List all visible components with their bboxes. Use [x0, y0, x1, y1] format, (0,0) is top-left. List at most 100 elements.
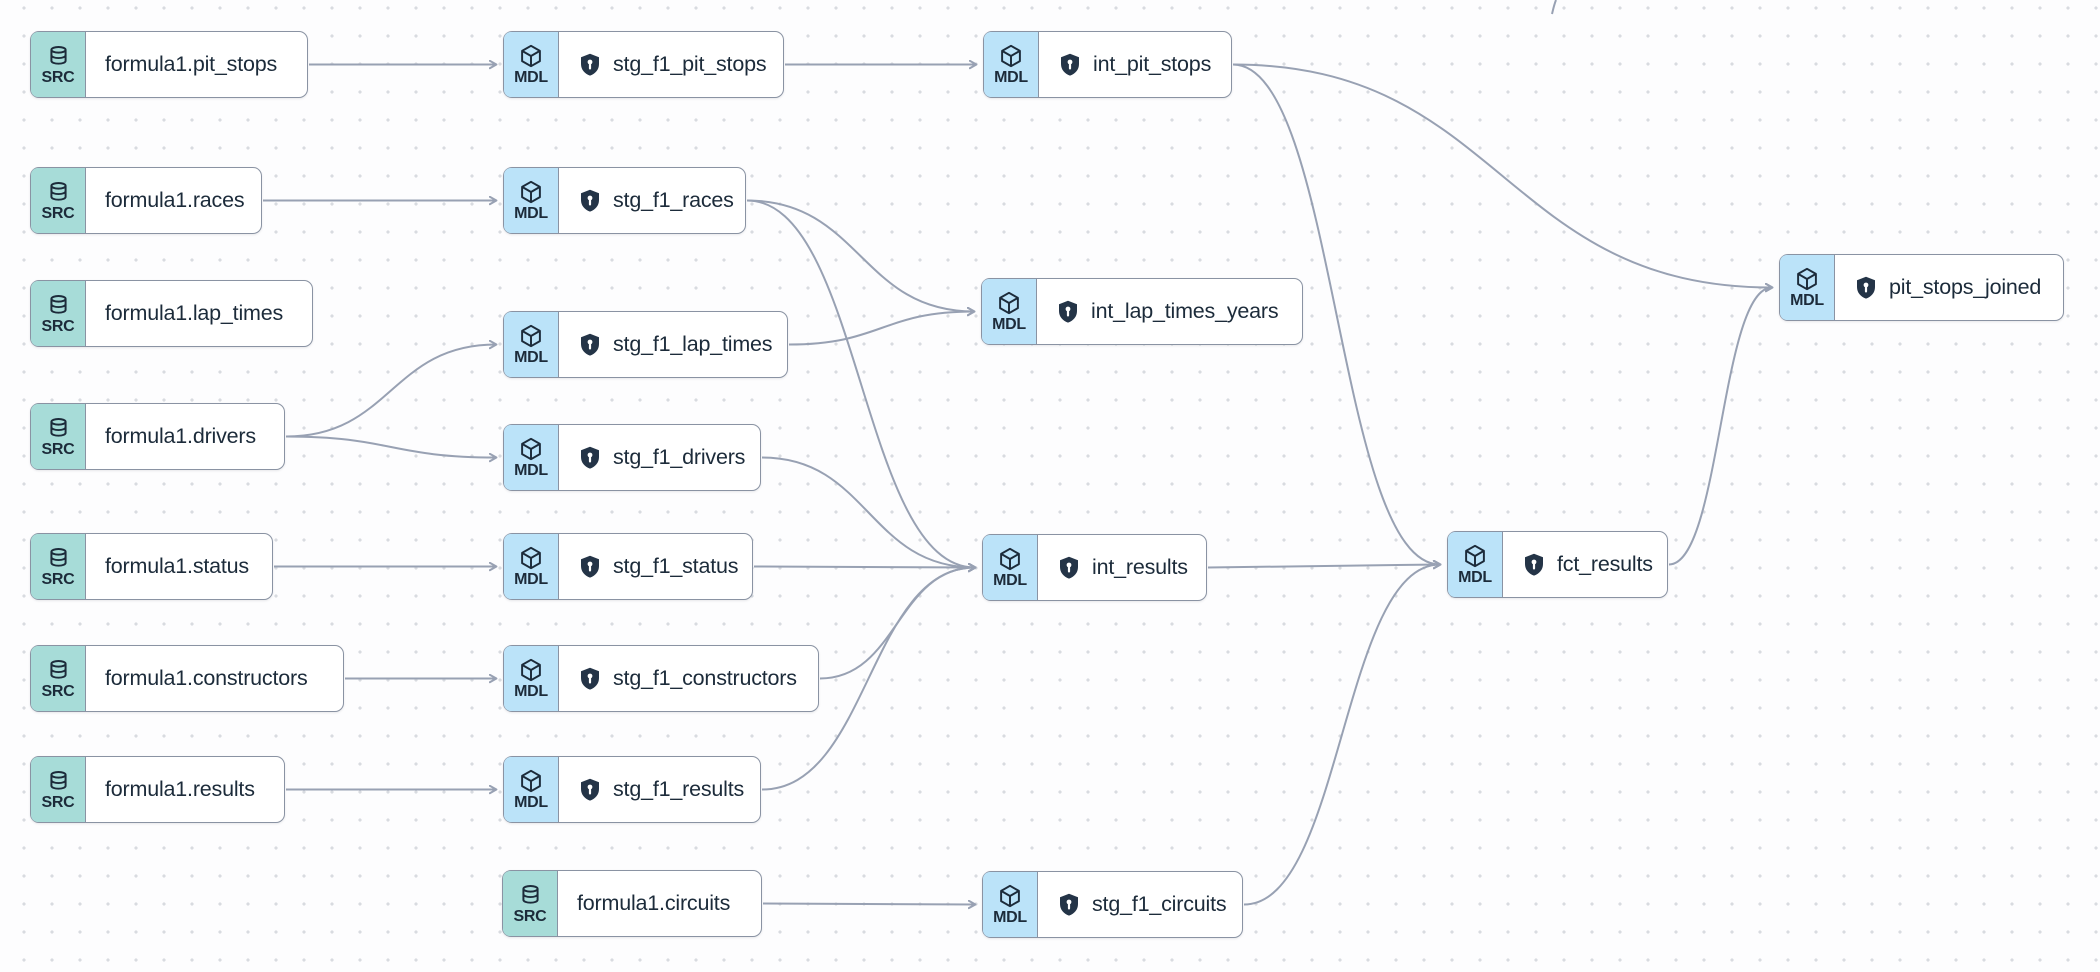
badge-label: SRC [41, 68, 75, 86]
model-badge: MDL [504, 646, 559, 711]
node-label: int_lap_times_years [1091, 299, 1279, 323]
node-label: formula1.races [105, 188, 245, 212]
model-node-int_lap_times_years[interactable]: MDL int_lap_times_years [981, 278, 1303, 345]
model-badge: MDL [982, 279, 1037, 344]
model-node-stg_f1_circuits[interactable]: MDL stg_f1_circuits [982, 871, 1243, 938]
edge-stg_drivers-int_results [761, 456, 975, 568]
edge-stg_races-int_results [746, 199, 975, 568]
source-badge: SRC [503, 871, 558, 936]
source-node-formula1.circuits[interactable]: SRC formula1.circuits [502, 870, 762, 937]
edge-src_drivers-stg_lap_times [285, 345, 496, 438]
edge-stg_lap_times-int_lap_times_years [788, 312, 974, 346]
node-label: stg_f1_races [613, 188, 734, 212]
shield-icon [581, 778, 599, 801]
node-label: stg_f1_circuits [1092, 892, 1227, 916]
node-body: stg_f1_pit_stops [559, 32, 783, 97]
package-icon [521, 324, 541, 348]
model-badge: MDL [1448, 532, 1503, 597]
node-label: stg_f1_constructors [613, 666, 797, 690]
node-body: stg_f1_circuits [1038, 872, 1242, 937]
source-badge: SRC [31, 281, 86, 346]
model-badge: MDL [504, 168, 559, 233]
node-body: stg_f1_drivers [559, 425, 760, 490]
shield-icon [581, 446, 599, 469]
package-icon [521, 769, 541, 793]
node-body: int_results [1038, 535, 1206, 600]
edge-stg_results-int_results [761, 568, 975, 791]
node-body: formula1.pit_stops [86, 32, 307, 97]
database-icon [49, 770, 67, 790]
package-icon [521, 180, 541, 204]
edge-src_drivers-stg_drivers [285, 435, 496, 458]
model-badge: MDL [504, 425, 559, 490]
node-body: stg_f1_races [559, 168, 745, 233]
badge-label: SRC [41, 204, 75, 222]
badge-label: MDL [993, 572, 1027, 589]
node-label: formula1.drivers [105, 424, 256, 448]
badge-label: MDL [514, 794, 548, 811]
badge-label: SRC [513, 907, 547, 925]
database-icon [521, 884, 539, 904]
node-label: formula1.circuits [577, 891, 731, 915]
node-label: formula1.lap_times [105, 301, 284, 325]
database-icon [49, 181, 67, 201]
shield-icon [581, 555, 599, 578]
source-node-formula1.pit_stops[interactable]: SRC formula1.pit_stops [30, 31, 308, 98]
source-node-formula1.races[interactable]: SRC formula1.races [30, 167, 262, 234]
node-body: stg_f1_constructors [559, 646, 818, 711]
badge-label: SRC [41, 440, 75, 458]
node-label: int_pit_stops [1093, 52, 1212, 76]
model-badge: MDL [504, 757, 559, 822]
source-node-formula1.lap_times[interactable]: SRC formula1.lap_times [30, 280, 313, 347]
shield-icon [581, 667, 599, 690]
edge-int_pit_stops-fct_results [1232, 63, 1440, 565]
source-node-formula1.drivers[interactable]: SRC formula1.drivers [30, 403, 285, 470]
edge-src_circuits-stg_circuits [762, 904, 975, 905]
node-label: formula1.constructors [105, 666, 308, 690]
model-node-stg_f1_constructors[interactable]: MDL stg_f1_constructors [503, 645, 819, 712]
package-icon [1465, 544, 1485, 568]
model-node-stg_f1_races[interactable]: MDL stg_f1_races [503, 167, 746, 234]
node-label: int_results [1092, 555, 1188, 579]
node-body: stg_f1_status [559, 534, 752, 599]
node-label: stg_f1_status [613, 554, 739, 578]
badge-label: MDL [1458, 569, 1492, 586]
node-body: pit_stops_joined [1835, 255, 2063, 320]
badge-label: MDL [994, 69, 1028, 86]
package-icon [999, 291, 1019, 315]
package-icon [521, 658, 541, 682]
package-icon [521, 437, 541, 461]
edge-stg_circuits-fct_results [1243, 565, 1440, 906]
model-node-int_pit_stops[interactable]: MDL int_pit_stops [983, 31, 1232, 98]
model-node-pit_stops_joined[interactable]: MDL pit_stops_joined [1779, 254, 2064, 321]
node-label: pit_stops_joined [1889, 275, 2042, 299]
badge-label: MDL [992, 316, 1026, 333]
model-node-int_results[interactable]: MDL int_results [982, 534, 1207, 601]
model-node-stg_f1_pit_stops[interactable]: MDL stg_f1_pit_stops [503, 31, 784, 98]
model-badge: MDL [983, 535, 1038, 600]
model-badge: MDL [1780, 255, 1835, 320]
node-label: formula1.status [105, 554, 249, 578]
node-body: formula1.results [86, 757, 284, 822]
badge-label: MDL [993, 909, 1027, 926]
badge-label: MDL [514, 69, 548, 86]
badge-label: MDL [514, 205, 548, 222]
node-label: formula1.pit_stops [105, 52, 278, 76]
shield-icon [581, 333, 599, 356]
shield-icon [1061, 53, 1079, 76]
model-badge: MDL [504, 32, 559, 97]
package-icon [521, 546, 541, 570]
node-body: int_pit_stops [1039, 32, 1231, 97]
node-label: stg_f1_lap_times [613, 332, 773, 356]
edge-int_pit_stops-pit_stops_joined [1232, 63, 1772, 288]
